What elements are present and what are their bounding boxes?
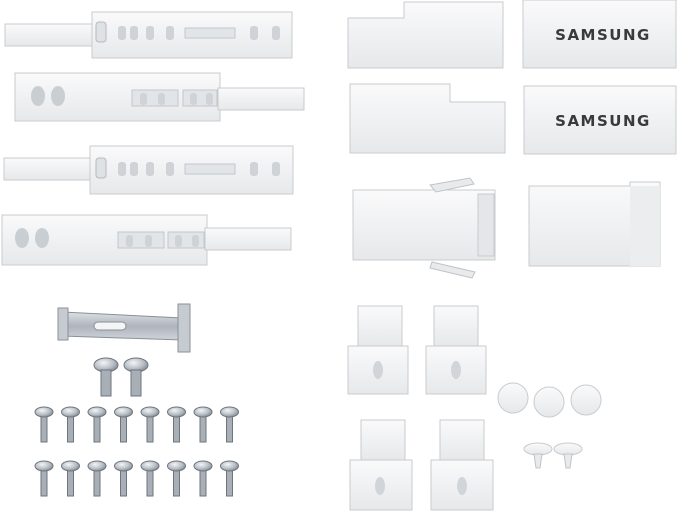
round-cap-1	[497, 382, 529, 414]
hinge-clip-3	[349, 419, 413, 511]
small-screw-13	[140, 460, 160, 497]
slide-rail-3	[3, 145, 294, 195]
small-screw-11	[87, 460, 107, 497]
small-screw-15	[193, 460, 213, 497]
small-screw-6	[167, 406, 186, 443]
brand-logo-text: SAMSUNG	[555, 26, 651, 44]
cover-plate-2	[349, 83, 506, 154]
small-screw-set	[34, 406, 239, 497]
hinge-clip-1	[347, 305, 409, 395]
cover-plate-1	[347, 1, 504, 69]
push-pin-2	[553, 442, 583, 469]
end-cap-cover	[352, 177, 496, 279]
small-screw-7	[193, 406, 213, 443]
small-screw-1	[34, 406, 54, 443]
round-cap-2	[533, 386, 565, 418]
small-screw-2	[61, 406, 80, 443]
small-screw-4	[114, 406, 133, 443]
slide-rail-4	[1, 214, 292, 266]
brand-logo-text: SAMSUNG	[555, 112, 651, 130]
large-screw-1	[93, 357, 119, 397]
small-screw-8	[220, 406, 239, 443]
hinge-clip-2	[425, 305, 487, 395]
hinge-clip-4	[430, 419, 494, 511]
large-screw-2	[123, 357, 149, 397]
small-screw-3	[87, 406, 107, 443]
push-pin-1	[523, 442, 553, 469]
small-screw-10	[61, 460, 80, 497]
metal-bracket	[57, 303, 191, 353]
slide-rail-1	[4, 11, 293, 59]
cover-plate-branded-1: SAMSUNG	[522, 0, 677, 69]
small-screw-12	[114, 460, 133, 497]
round-cap-3	[570, 384, 602, 416]
slide-rail-2	[14, 72, 305, 122]
small-screw-14	[167, 460, 186, 497]
cover-plate-3	[528, 181, 661, 267]
small-screw-9	[34, 460, 54, 497]
small-screw-5	[140, 406, 160, 443]
small-screw-16	[220, 460, 239, 497]
cover-plate-branded-2: SAMSUNG	[523, 85, 677, 155]
